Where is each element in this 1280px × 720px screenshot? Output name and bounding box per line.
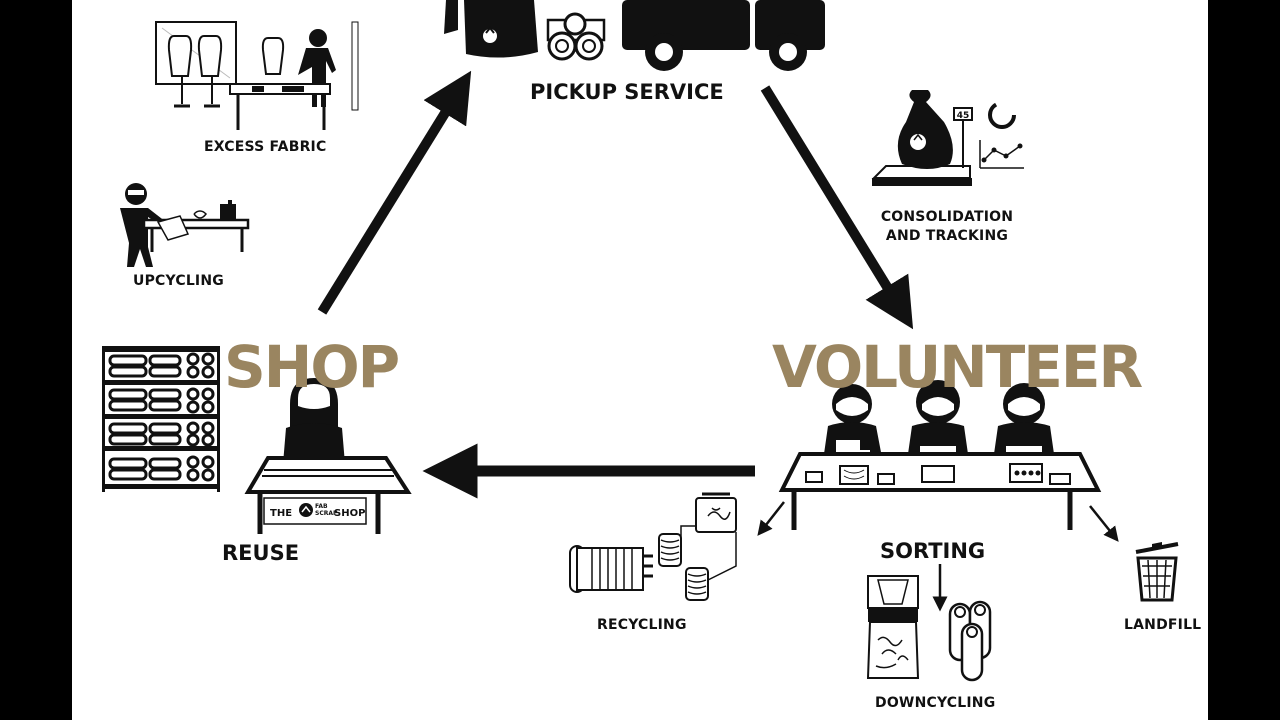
- shop-sign-left: THE: [270, 508, 292, 519]
- shop-counter: THE FAB SCRAP SHOP: [244, 456, 412, 534]
- downcycling-illustration: [866, 575, 920, 679]
- arrow-sorting-to-recycling: [757, 501, 785, 536]
- consolidation-line-2: AND TRACKING: [885, 228, 1009, 244]
- scrap-bag-icon: [444, 0, 538, 58]
- consolidation-line-1: CONSOLIDATION: [880, 209, 1014, 225]
- reuse-label: REUSE: [222, 541, 300, 565]
- fabric-roll-icon: [546, 12, 606, 61]
- chart-icon: [979, 140, 1024, 169]
- diagram-canvas: 45: [72, 0, 1208, 720]
- downcycling-rolls: [948, 600, 992, 682]
- landfill-label: LANDFILL: [1124, 617, 1202, 633]
- arrow-sorting-to-landfill: [1089, 505, 1119, 542]
- scale-icon: [897, 90, 953, 169]
- pickup-service-label: PICKUP SERVICE: [530, 80, 724, 104]
- shop-sign-brand-2: SCRAP: [315, 510, 338, 517]
- shop-sign-brand-1: FAB: [315, 503, 328, 510]
- diagram-artwork: 45: [102, 0, 1179, 682]
- donut-chart-icon: [988, 101, 1016, 129]
- excess-fabric-illustration: [155, 21, 359, 130]
- scale-reading: 45: [957, 111, 970, 121]
- recycling-illustration: [569, 492, 737, 601]
- excess-fabric-label: EXCESS FABRIC: [204, 139, 327, 155]
- truck-icon: [622, 0, 825, 71]
- upcycling-label: UPCYCLING: [133, 273, 224, 289]
- shelving-unit: [102, 346, 220, 492]
- volunteer-heading: VOLUNTEER: [772, 333, 1143, 401]
- shop-heading: SHOP: [224, 333, 400, 401]
- arrow-pickup-to-volunteer: [760, 85, 914, 330]
- arrow-shop-to-pickup: [317, 70, 472, 315]
- upcycling-illustration: [120, 183, 250, 267]
- sorting-table: [778, 452, 1102, 530]
- consolidation-label: CONSOLIDATION AND TRACKING: [876, 208, 1018, 246]
- downcycling-label: DOWNCYCLING: [875, 695, 996, 711]
- volunteers: [822, 380, 1056, 468]
- sorting-label: SORTING: [880, 539, 986, 563]
- recycling-label: RECYCLING: [597, 617, 687, 633]
- trash-can-icon: [1135, 542, 1179, 602]
- recycle-icon: [299, 503, 313, 517]
- shop-sign-right: SHOP: [334, 508, 365, 519]
- consolidation-illustration: 45: [871, 90, 1024, 186]
